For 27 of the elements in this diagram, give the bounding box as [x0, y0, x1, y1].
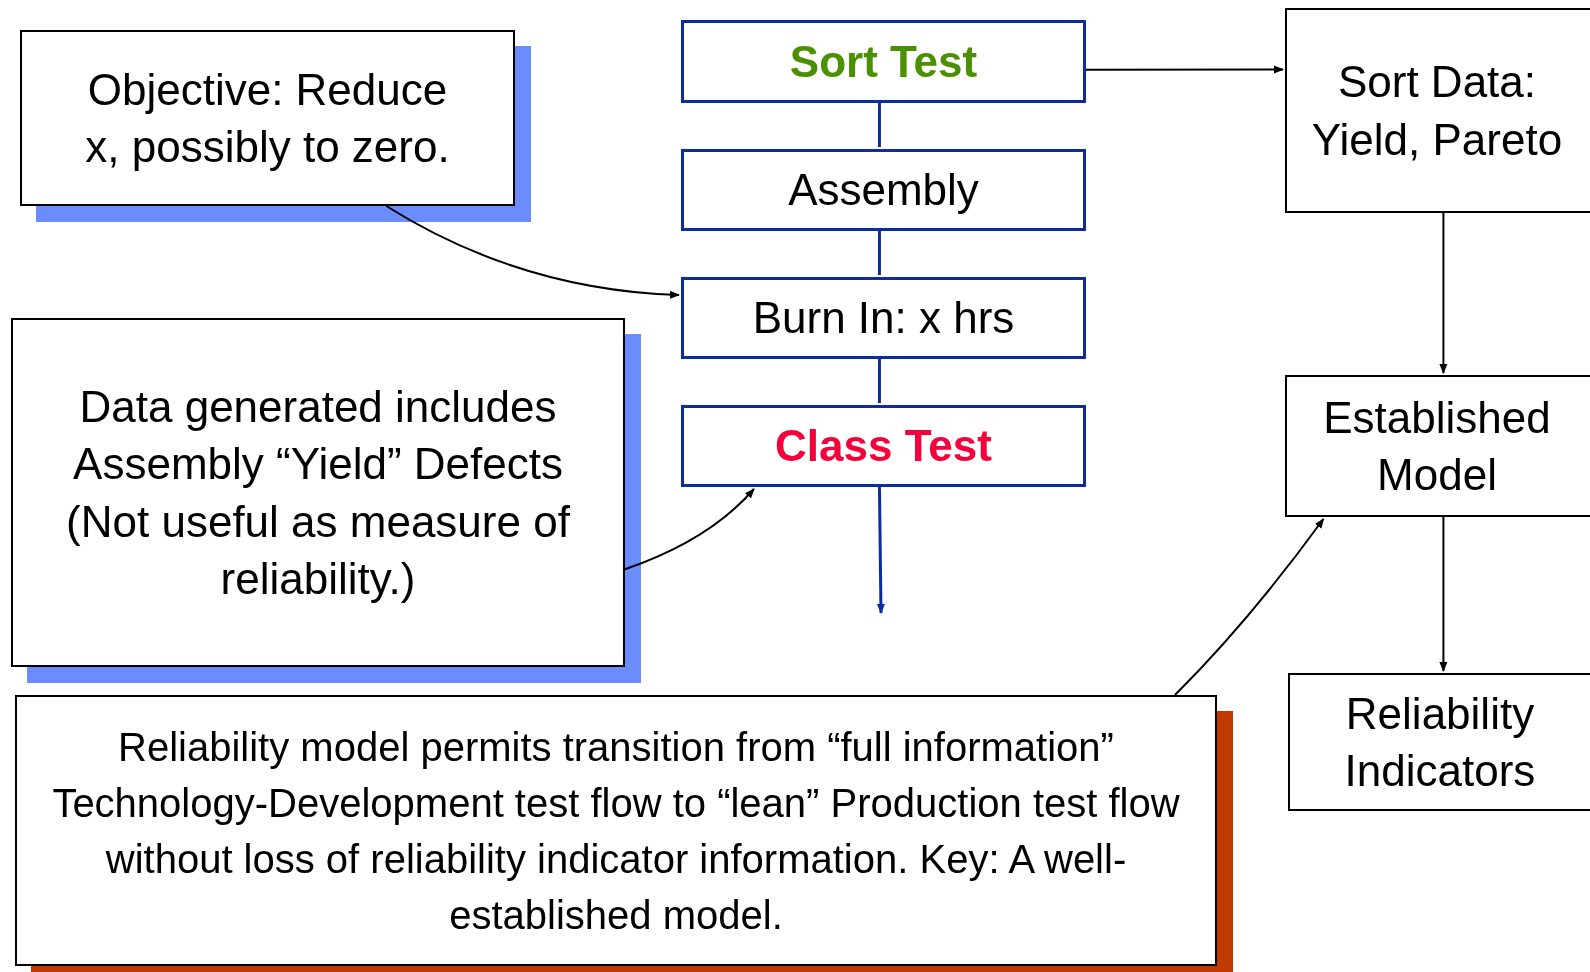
arrow	[1173, 518, 1325, 696]
node-label: Established Model	[1322, 391, 1552, 501]
note-box	[11, 318, 625, 667]
data-box	[1285, 8, 1590, 213]
node-label: Objective: Reduce x, possibly to zero.	[84, 63, 451, 173]
model-box	[1285, 375, 1590, 517]
arrow	[876, 486, 885, 614]
arrow	[1439, 212, 1448, 374]
node-label: Data generated includes Assembly “Yield” Defects (Not useful as measure of reliability.)	[65, 381, 571, 605]
note-box	[20, 30, 515, 206]
arrow	[1439, 516, 1448, 672]
process-box	[681, 20, 1086, 103]
node-label: Assembly	[788, 164, 979, 216]
process-box	[681, 405, 1086, 487]
output-box	[1288, 673, 1590, 811]
node-label: Class Test	[775, 420, 992, 472]
process-box	[681, 149, 1086, 231]
arrow	[1085, 65, 1284, 74]
arrow	[624, 488, 755, 571]
process-box	[681, 277, 1086, 359]
node-label: Burn In: x hrs	[752, 292, 1015, 344]
arrow	[385, 205, 680, 299]
node-label: Reliability Indicators	[1343, 687, 1537, 797]
node-label: Sort Test	[789, 35, 978, 88]
note-box	[15, 695, 1217, 966]
node-label: Reliability model permits transition from “full information” Technology-Development test flow to “lean” Production test flow without loss of reliability indicator information. Key: A well-established model.	[51, 723, 1181, 939]
node-label: Sort Data: Yield, Pareto	[1310, 56, 1564, 166]
